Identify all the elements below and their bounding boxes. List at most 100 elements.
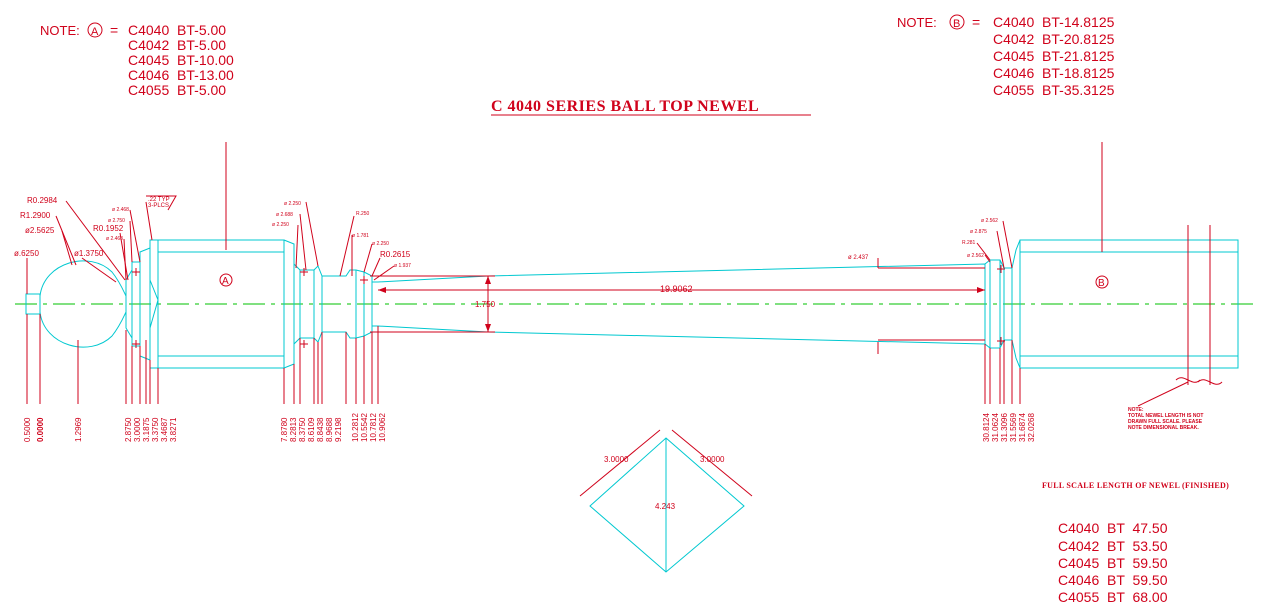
position-label: 31.5569 xyxy=(1009,413,1018,442)
position-label: 8.9688 xyxy=(325,417,334,442)
dia-label: ø 2.750 xyxy=(108,218,125,224)
extension-lines xyxy=(26,314,1021,404)
note-b-symbol-circle xyxy=(949,14,965,30)
full-scale-row: C4046 BT 59.50 xyxy=(1058,572,1168,588)
length-dim-value: 19.9062 xyxy=(660,284,693,294)
typ-label: 3-PLCS xyxy=(148,203,169,209)
full-scale-row: C4045 BT 59.50 xyxy=(1058,555,1168,571)
dia-label: ø.6250 xyxy=(14,249,39,258)
position-label: 3.3750 xyxy=(151,417,160,442)
note-a-row: C4045 BT-10.00 xyxy=(128,52,234,68)
diamond-right-dim: 3.0000 xyxy=(700,455,725,464)
note-a-eq: = xyxy=(110,22,118,38)
note-a-symbol: A xyxy=(91,26,99,38)
note-b-row: C4055 BT-35.3125 xyxy=(993,82,1115,98)
right-callouts: ø 2.562 ø 2.875 R.281 ø 2.562 xyxy=(962,218,1013,269)
position-label: 10.9062 xyxy=(378,413,387,442)
position-label: 8.6109 xyxy=(307,417,316,442)
full-scale-heading: FULL SCALE LENGTH OF NEWEL (FINISHED) xyxy=(1042,481,1229,490)
full-scale-row: C4040 BT 47.50 xyxy=(1058,520,1168,536)
position-label: 10.2812 xyxy=(351,413,360,442)
dia-label: ø 2.250 xyxy=(272,222,289,228)
dimension-break xyxy=(1175,225,1223,385)
radius-label: R.281 xyxy=(962,240,976,246)
dia-label: ø 2.562 xyxy=(981,218,998,224)
side-note-line: TOTAL NEWEL LENGTH IS NOT xyxy=(1128,413,1203,419)
position-label: 3.8271 xyxy=(169,417,178,442)
note-b-label: NOTE: xyxy=(897,15,937,30)
note-b-row: C4042 BT-20.8125 xyxy=(993,31,1115,47)
position-label: 10.7812 xyxy=(369,413,378,442)
dia-label: ø 2.468 xyxy=(112,207,129,213)
note-a-symbol-circle xyxy=(87,22,103,38)
radius-label: R0.2615 xyxy=(380,250,411,259)
note-a-row: C4042 BT-5.00 xyxy=(128,37,226,53)
position-label: 32.0268 xyxy=(1027,413,1036,442)
side-note: NOTE: TOTAL NEWEL LENGTH IS NOT DRAWN FU… xyxy=(1128,381,1203,431)
note-b-symbol: B xyxy=(953,18,960,30)
position-label: 3.1875 xyxy=(142,417,151,442)
position-label: 31.0624 xyxy=(991,413,1000,442)
position-label: 8.8438 xyxy=(316,417,325,442)
dia-label: ø 2.562 xyxy=(967,253,984,259)
dia-label: ø 2.875 xyxy=(970,229,987,235)
symbol-b: B xyxy=(1098,278,1105,289)
square-section-diagram: 3.0000 3.0000 4.243 xyxy=(579,429,753,573)
dia-label: ø 2.250 xyxy=(284,201,301,207)
dia-label: ø 2.437 xyxy=(848,255,869,261)
note-b-eq: = xyxy=(972,14,980,30)
full-scale-table: FULL SCALE LENGTH OF NEWEL (FINISHED) C4… xyxy=(1042,481,1229,605)
newel-outline: A B xyxy=(25,239,1239,369)
note-a-row: C4046 BT-13.00 xyxy=(128,67,234,83)
radius-label: R.250 xyxy=(356,211,370,217)
position-label: 0.5000 xyxy=(23,417,32,442)
position-label: 3.0000 xyxy=(133,417,142,442)
symbol-b-circle xyxy=(1095,275,1109,289)
dia-label: ø 2.688 xyxy=(276,212,293,218)
diamond-center-dim: 4.243 xyxy=(655,502,676,511)
position-label: 9.2198 xyxy=(334,417,343,442)
position-label: 7.8780 xyxy=(280,417,289,442)
note-b-row: C4045 BT-21.8125 xyxy=(993,48,1115,64)
note-b: NOTE: B = C4040 BT-14.8125 C4042 BT-20.8… xyxy=(897,14,1115,98)
position-label: 8.3750 xyxy=(298,417,307,442)
note-a-row: C4055 BT-5.00 xyxy=(128,82,226,98)
position-label: 1.2969 xyxy=(74,417,83,442)
middle-collar-profile xyxy=(283,239,378,369)
position-label: 0.0000 xyxy=(36,417,45,442)
position-label: 30.8124 xyxy=(982,413,991,442)
square-block-b xyxy=(1019,239,1239,369)
center-marks xyxy=(132,265,1005,348)
side-note-line: DRAWN FULL SCALE. PLEASE xyxy=(1128,419,1203,425)
full-scale-row: C4042 BT 53.50 xyxy=(1058,538,1168,554)
note-b-row: C4040 BT-14.8125 xyxy=(993,14,1115,30)
position-label: 10.5542 xyxy=(360,413,369,442)
middle-callouts: ø 2.250 ø 2.688 ø 2.250 R.250 ø 1.781 ø … xyxy=(272,201,411,281)
position-labels: 0.5000 0.0000 1.2969 2.8750 3.0000 3.187… xyxy=(23,413,1036,442)
dia-label: ø2.5625 xyxy=(25,226,55,235)
dia-label: ø1.3750 xyxy=(74,249,104,258)
note-b-row: C4046 BT-18.8125 xyxy=(993,65,1115,81)
position-label: 31.3096 xyxy=(1000,413,1009,442)
position-label: 2.8750 xyxy=(124,417,133,442)
typ-label: .22 TYP xyxy=(148,197,170,203)
left-callouts: R0.2984 R1.2900 ø2.5625 ø1.3750 ø.6250 R… xyxy=(14,195,177,294)
note-a-row: C4040 BT-5.00 xyxy=(128,22,226,38)
dia-label: ø 1.937 xyxy=(394,263,411,269)
dia-label: ø 2.250 xyxy=(372,241,389,247)
position-label: 31.6874 xyxy=(1018,413,1027,442)
radius-label: R0.2984 xyxy=(27,196,58,205)
radius-label: R0.1952 xyxy=(93,224,124,233)
radius-label: R1.2900 xyxy=(20,211,51,220)
length-dimension: 19.9062 xyxy=(378,284,985,294)
note-a: NOTE: A = C4040 BT-5.00 C4042 BT-5.00 C4… xyxy=(40,22,234,98)
shaft-end-diameter-dimension: ø 2.437 xyxy=(848,255,985,354)
note-a-label: NOTE: xyxy=(40,23,80,38)
position-label: 3.4687 xyxy=(160,417,169,442)
shaft-diameter-dimension: 1.750 xyxy=(370,275,496,333)
full-scale-row: C4055 BT 68.00 xyxy=(1058,589,1168,605)
collar-bevel xyxy=(149,279,159,329)
tapered-shaft xyxy=(377,263,986,345)
side-note-line: NOTE DIMENSIONAL BREAK. xyxy=(1128,425,1199,431)
